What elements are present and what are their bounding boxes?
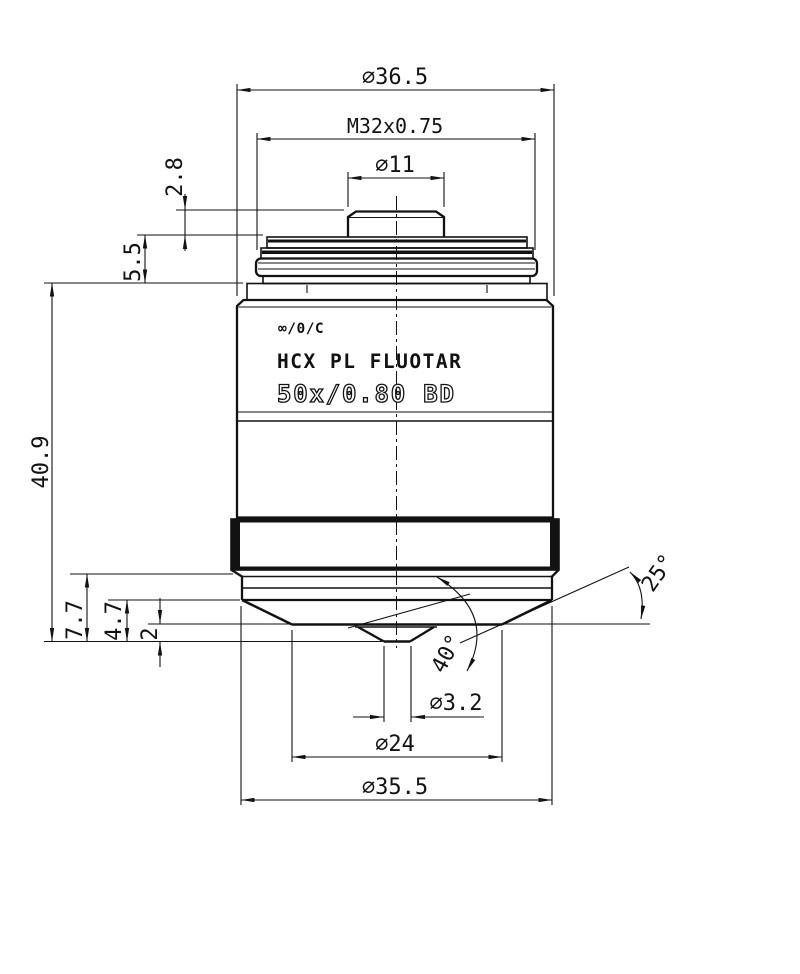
dim-front-lens-diameter: ∅3.2 xyxy=(353,646,484,722)
lower-ring xyxy=(230,569,560,602)
objective-outline: ∞/0/C HCX PL FLUOTAR 50x/0.80 BD xyxy=(230,196,560,648)
ring-second-groove xyxy=(262,250,532,254)
dim-outer-diameter: ∅36.5 xyxy=(236,65,555,296)
tip-cone-left xyxy=(357,625,385,643)
dim-tip-cone-angle-label: 40° xyxy=(427,631,468,678)
engraving-series-name: HCX PL FLUOTAR xyxy=(277,350,462,373)
dim-shoulder-height-label: 5.5 xyxy=(121,242,146,282)
nose-cylinder-outline xyxy=(346,210,446,237)
knurl-left-cap xyxy=(231,519,240,570)
knurl-texture xyxy=(230,518,560,571)
dim-front-flat-diameter-label: ∅24 xyxy=(375,732,415,757)
dim-nose-diameter: ∅11 xyxy=(347,153,445,207)
ring-top-groove xyxy=(268,239,526,243)
taper-left xyxy=(241,598,293,626)
knurl-right-cap xyxy=(550,519,559,570)
nose-cylinder xyxy=(346,210,446,237)
barrel-outline xyxy=(235,298,555,519)
dim-front-ring-diameter: ∅35.5 xyxy=(240,606,553,805)
dim-cone-length: 4.7 xyxy=(102,599,240,642)
knurl-top-band xyxy=(231,519,559,523)
dim-front-taper-angle: 25° xyxy=(459,550,680,644)
knurl-bottom-band xyxy=(231,566,559,570)
main-barrel: ∞/0/C HCX PL FLUOTAR 50x/0.80 BD xyxy=(235,298,555,519)
dim-front-lens-diameter-label: ∅3.2 xyxy=(430,691,483,716)
dim-nose-height: 2.8 xyxy=(137,157,344,251)
dim-mount-thread: M32x0.75 xyxy=(256,114,536,250)
dim-nose-height-label: 2.8 xyxy=(163,157,188,197)
dim-front-length-label: 7.7 xyxy=(63,600,88,640)
dim-nose-diameter-label: ∅11 xyxy=(375,153,415,178)
dim-overall-length-label: 40.9 xyxy=(29,436,54,489)
knurled-grip-ring xyxy=(230,518,560,571)
dim-cone-length-label: 4.7 xyxy=(102,601,127,641)
lower-ring-sides xyxy=(230,569,560,600)
dim-front-length: 7.7 xyxy=(63,573,233,642)
dim-front-flat-diameter: ∅24 xyxy=(291,630,503,762)
dim-front-taper-angle-label: 25° xyxy=(637,550,680,597)
dim-tip-length-label: 2 xyxy=(138,627,163,640)
dim-overall-length: 40.9 xyxy=(29,282,55,642)
dim-outer-diameter-label: ∅36.5 xyxy=(362,65,428,90)
dim-mount-thread-label: M32x0.75 xyxy=(347,114,443,138)
shoulder-rings xyxy=(246,236,548,301)
engraving-optics-code: ∞/0/C xyxy=(278,321,324,337)
dim-tip-length: 2 xyxy=(138,598,290,667)
dim-shoulder-height: 5.5 xyxy=(44,234,243,284)
dim-front-ring-diameter-label: ∅35.5 xyxy=(362,775,428,800)
tip-cone-right xyxy=(409,626,435,643)
engraving-magnification: 50x/0.80 BD xyxy=(277,380,456,408)
